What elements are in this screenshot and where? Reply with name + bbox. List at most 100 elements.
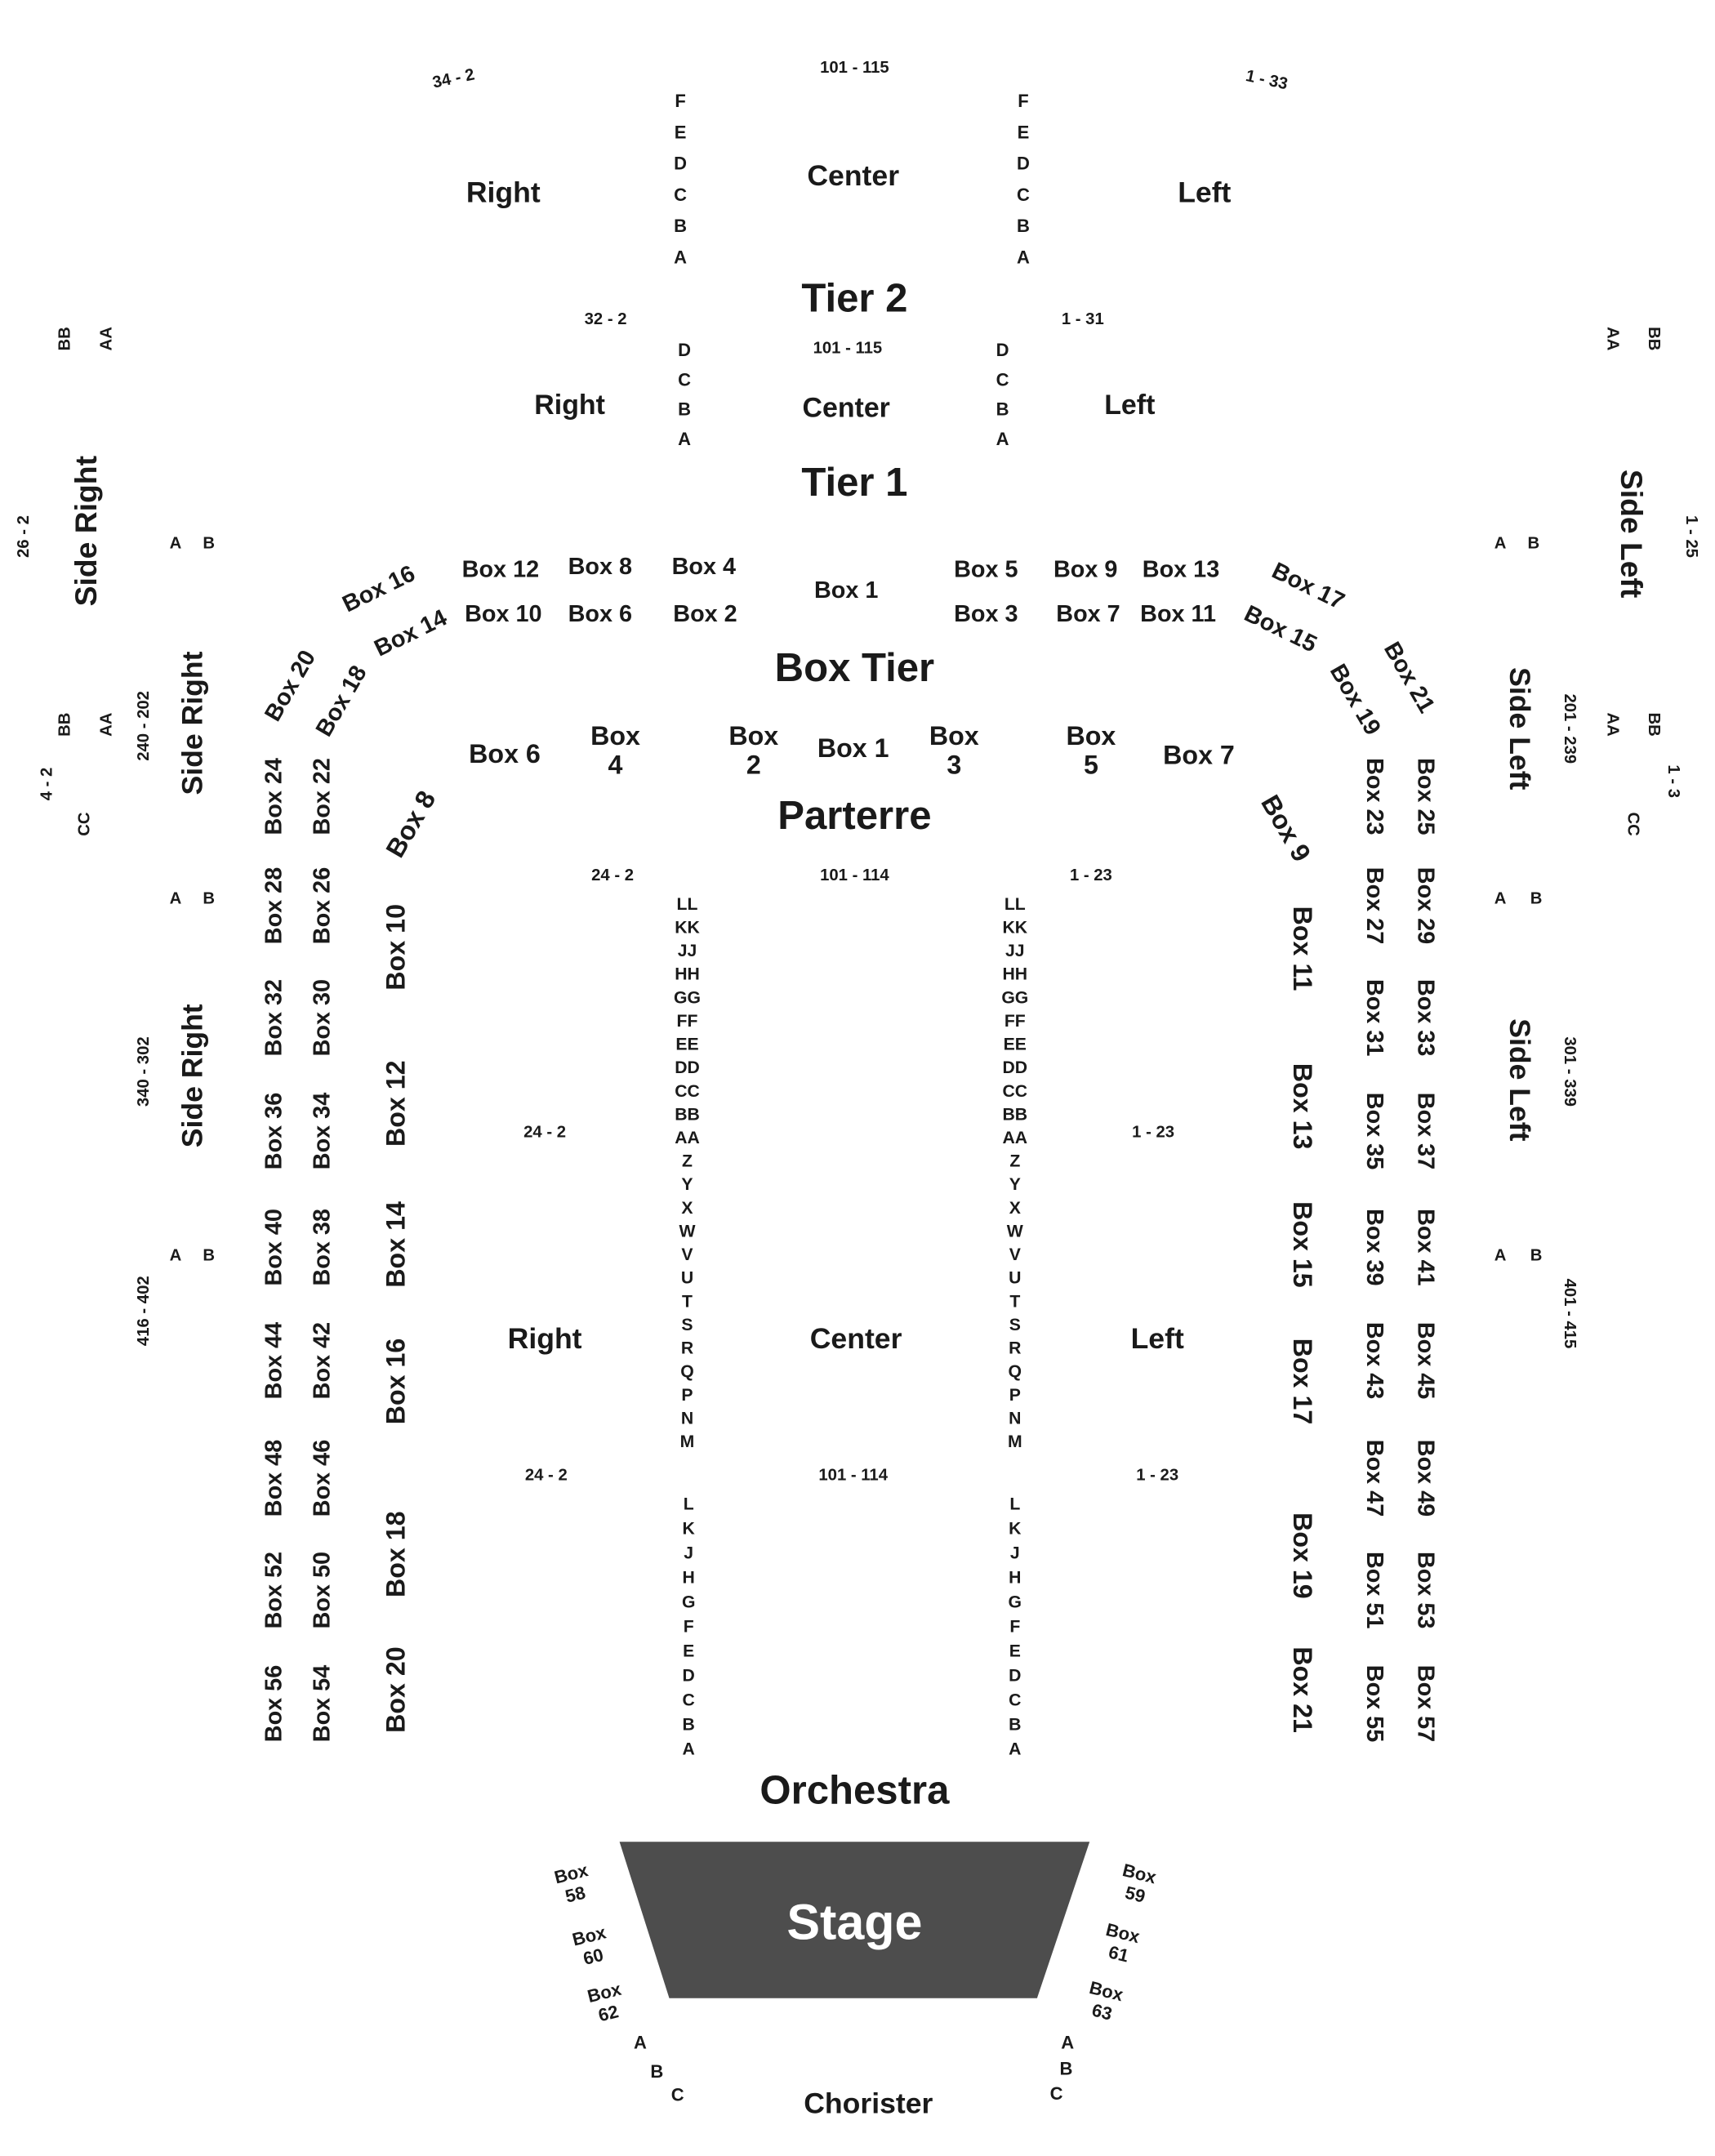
- outer-box-box-54[interactable]: Box 54: [310, 1665, 336, 1742]
- stage-box-63-number[interactable]: 63: [1090, 2000, 1115, 2025]
- tier2-left-section[interactable]: Left: [1178, 176, 1231, 208]
- parterre-box-9[interactable]: Box 9: [1255, 790, 1316, 866]
- stage-box-59-number[interactable]: 59: [1123, 1882, 1147, 1907]
- outer-box-box-29[interactable]: Box 29: [1413, 867, 1439, 944]
- box-tier-box-20[interactable]: Box 20: [260, 646, 321, 726]
- stage-box-58-number[interactable]: 58: [563, 1882, 587, 1907]
- parterre-box-2-word[interactable]: Box: [728, 721, 778, 751]
- tier1-side-left-section[interactable]: Side Left: [1615, 470, 1649, 599]
- box-tier-box-15[interactable]: Box 15: [1240, 600, 1321, 657]
- outer-box-box-31[interactable]: Box 31: [1361, 979, 1388, 1056]
- box-tier-box-19[interactable]: Box 19: [1325, 660, 1386, 740]
- box-tier-box-2[interactable]: Box 2: [673, 601, 737, 627]
- outer-box-box-45[interactable]: Box 45: [1413, 1322, 1439, 1399]
- orchestra-left-section[interactable]: Left: [1131, 1322, 1184, 1355]
- outer-box-box-34[interactable]: Box 34: [310, 1093, 336, 1169]
- orchestra-right-section[interactable]: Right: [508, 1322, 582, 1355]
- outer-box-box-41[interactable]: Box 41: [1413, 1209, 1439, 1285]
- box-tier-box-21[interactable]: Box 21: [1379, 638, 1440, 718]
- stage-box-61-word[interactable]: Box: [1104, 1919, 1143, 1947]
- parterre-box-7[interactable]: Box 7: [1163, 741, 1235, 770]
- stage-box-60-word[interactable]: Box: [570, 1922, 608, 1949]
- box-tier-box-14[interactable]: Box 14: [370, 604, 451, 662]
- tier1-center-section[interactable]: Center: [803, 393, 890, 424]
- stage-box-60-number[interactable]: 60: [581, 1944, 605, 1969]
- outer-box-box-27[interactable]: Box 27: [1361, 867, 1388, 944]
- tier1-left-section[interactable]: Left: [1104, 390, 1155, 421]
- outer-box-box-30[interactable]: Box 30: [310, 979, 336, 1056]
- outer-box-box-48[interactable]: Box 48: [261, 1440, 287, 1517]
- outer-box-box-57[interactable]: Box 57: [1413, 1665, 1439, 1742]
- parterre-box-3-word[interactable]: Box: [929, 721, 979, 751]
- parterre-box-2-number[interactable]: 2: [746, 750, 761, 779]
- parterre-box-13[interactable]: Box 13: [1288, 1063, 1317, 1150]
- box-tier-box-8[interactable]: Box 8: [568, 554, 632, 580]
- box-tier-box-3[interactable]: Box 3: [954, 601, 1018, 627]
- outer-box-box-47[interactable]: Box 47: [1361, 1440, 1388, 1517]
- parterre-box-4-number[interactable]: 4: [608, 750, 623, 779]
- outer-box-box-56[interactable]: Box 56: [261, 1665, 287, 1742]
- box-tier-box-4[interactable]: Box 4: [672, 554, 736, 580]
- outer-box-box-50[interactable]: Box 50: [310, 1552, 336, 1628]
- parterre-box-5-word[interactable]: Box: [1066, 721, 1116, 751]
- box-tier-box-1[interactable]: Box 1: [814, 577, 878, 604]
- parterre-box-18[interactable]: Box 18: [381, 1511, 410, 1597]
- outer-box-box-35[interactable]: Box 35: [1361, 1093, 1388, 1169]
- outer-box-box-42[interactable]: Box 42: [310, 1322, 336, 1399]
- stage-box-59-word[interactable]: Box: [1120, 1860, 1159, 1887]
- outer-box-box-51[interactable]: Box 51: [1361, 1552, 1388, 1628]
- box-tier-box-12[interactable]: Box 12: [462, 557, 539, 583]
- outer-box-box-49[interactable]: Box 49: [1413, 1440, 1439, 1517]
- parterre-box-12[interactable]: Box 12: [381, 1060, 410, 1147]
- box-tier-box-16[interactable]: Box 16: [338, 560, 419, 617]
- parterre-box-10[interactable]: Box 10: [381, 904, 410, 991]
- parterre-side-left-section[interactable]: Side Left: [1503, 1018, 1536, 1141]
- box-tier-box-13[interactable]: Box 13: [1143, 557, 1219, 583]
- parterre-box-4-word[interactable]: Box: [590, 721, 640, 751]
- outer-box-box-52[interactable]: Box 52: [261, 1552, 287, 1628]
- box-tier-box-11[interactable]: Box 11: [1140, 601, 1216, 627]
- stage-box-58-word[interactable]: Box: [552, 1860, 590, 1887]
- outer-box-box-39[interactable]: Box 39: [1361, 1209, 1388, 1285]
- stage-shape[interactable]: [619, 1842, 1090, 1998]
- outer-box-box-24[interactable]: Box 24: [261, 758, 287, 835]
- box-tier-box-10[interactable]: Box 10: [465, 601, 541, 627]
- stage-box-63-word[interactable]: Box: [1087, 1977, 1125, 2005]
- box-tier-box-5[interactable]: Box 5: [954, 557, 1018, 583]
- box-tier-box-7[interactable]: Box 7: [1056, 601, 1120, 627]
- parterre-box-11[interactable]: Box 11: [1288, 906, 1317, 991]
- outer-box-box-44[interactable]: Box 44: [261, 1322, 287, 1399]
- tier1-right-section[interactable]: Right: [534, 390, 605, 421]
- outer-box-box-23[interactable]: Box 23: [1361, 758, 1388, 835]
- parterre-box-21[interactable]: Box 21: [1288, 1646, 1317, 1733]
- outer-box-box-25[interactable]: Box 25: [1413, 758, 1439, 835]
- box-tier-box-6[interactable]: Box 6: [568, 601, 632, 627]
- box-tier-box-18[interactable]: Box 18: [311, 662, 372, 742]
- outer-box-box-33[interactable]: Box 33: [1413, 979, 1439, 1056]
- box-tier-side-left-section[interactable]: Side Left: [1503, 667, 1536, 790]
- parterre-box-5-number[interactable]: 5: [1084, 750, 1098, 779]
- tier2-right-section[interactable]: Right: [466, 176, 541, 208]
- stage-box-62-number[interactable]: 62: [596, 2001, 621, 2025]
- parterre-box-1[interactable]: Box 1: [817, 733, 889, 763]
- outer-box-box-28[interactable]: Box 28: [261, 867, 287, 944]
- box-tier-side-right-section[interactable]: Side Right: [176, 651, 208, 795]
- parterre-box-3-number[interactable]: 3: [947, 750, 961, 779]
- parterre-box-16[interactable]: Box 16: [381, 1339, 410, 1425]
- outer-box-box-53[interactable]: Box 53: [1413, 1552, 1439, 1628]
- orchestra-center-section[interactable]: Center: [810, 1322, 902, 1355]
- parterre-box-8[interactable]: Box 8: [380, 786, 441, 862]
- parterre-box-19[interactable]: Box 19: [1288, 1512, 1317, 1599]
- outer-box-box-26[interactable]: Box 26: [310, 867, 336, 944]
- outer-box-box-38[interactable]: Box 38: [310, 1209, 336, 1285]
- outer-box-box-55[interactable]: Box 55: [1361, 1665, 1388, 1742]
- box-tier-box-17[interactable]: Box 17: [1267, 558, 1348, 615]
- parterre-box-17[interactable]: Box 17: [1288, 1339, 1317, 1425]
- parterre-side-right-section[interactable]: Side Right: [176, 1004, 208, 1147]
- parterre-box-14[interactable]: Box 14: [381, 1201, 410, 1288]
- stage-box-61-number[interactable]: 61: [1107, 1941, 1131, 1966]
- outer-box-box-46[interactable]: Box 46: [310, 1440, 336, 1517]
- parterre-box-20[interactable]: Box 20: [381, 1646, 410, 1733]
- outer-box-box-22[interactable]: Box 22: [310, 758, 336, 835]
- stage-box-62-word[interactable]: Box: [586, 1979, 624, 2007]
